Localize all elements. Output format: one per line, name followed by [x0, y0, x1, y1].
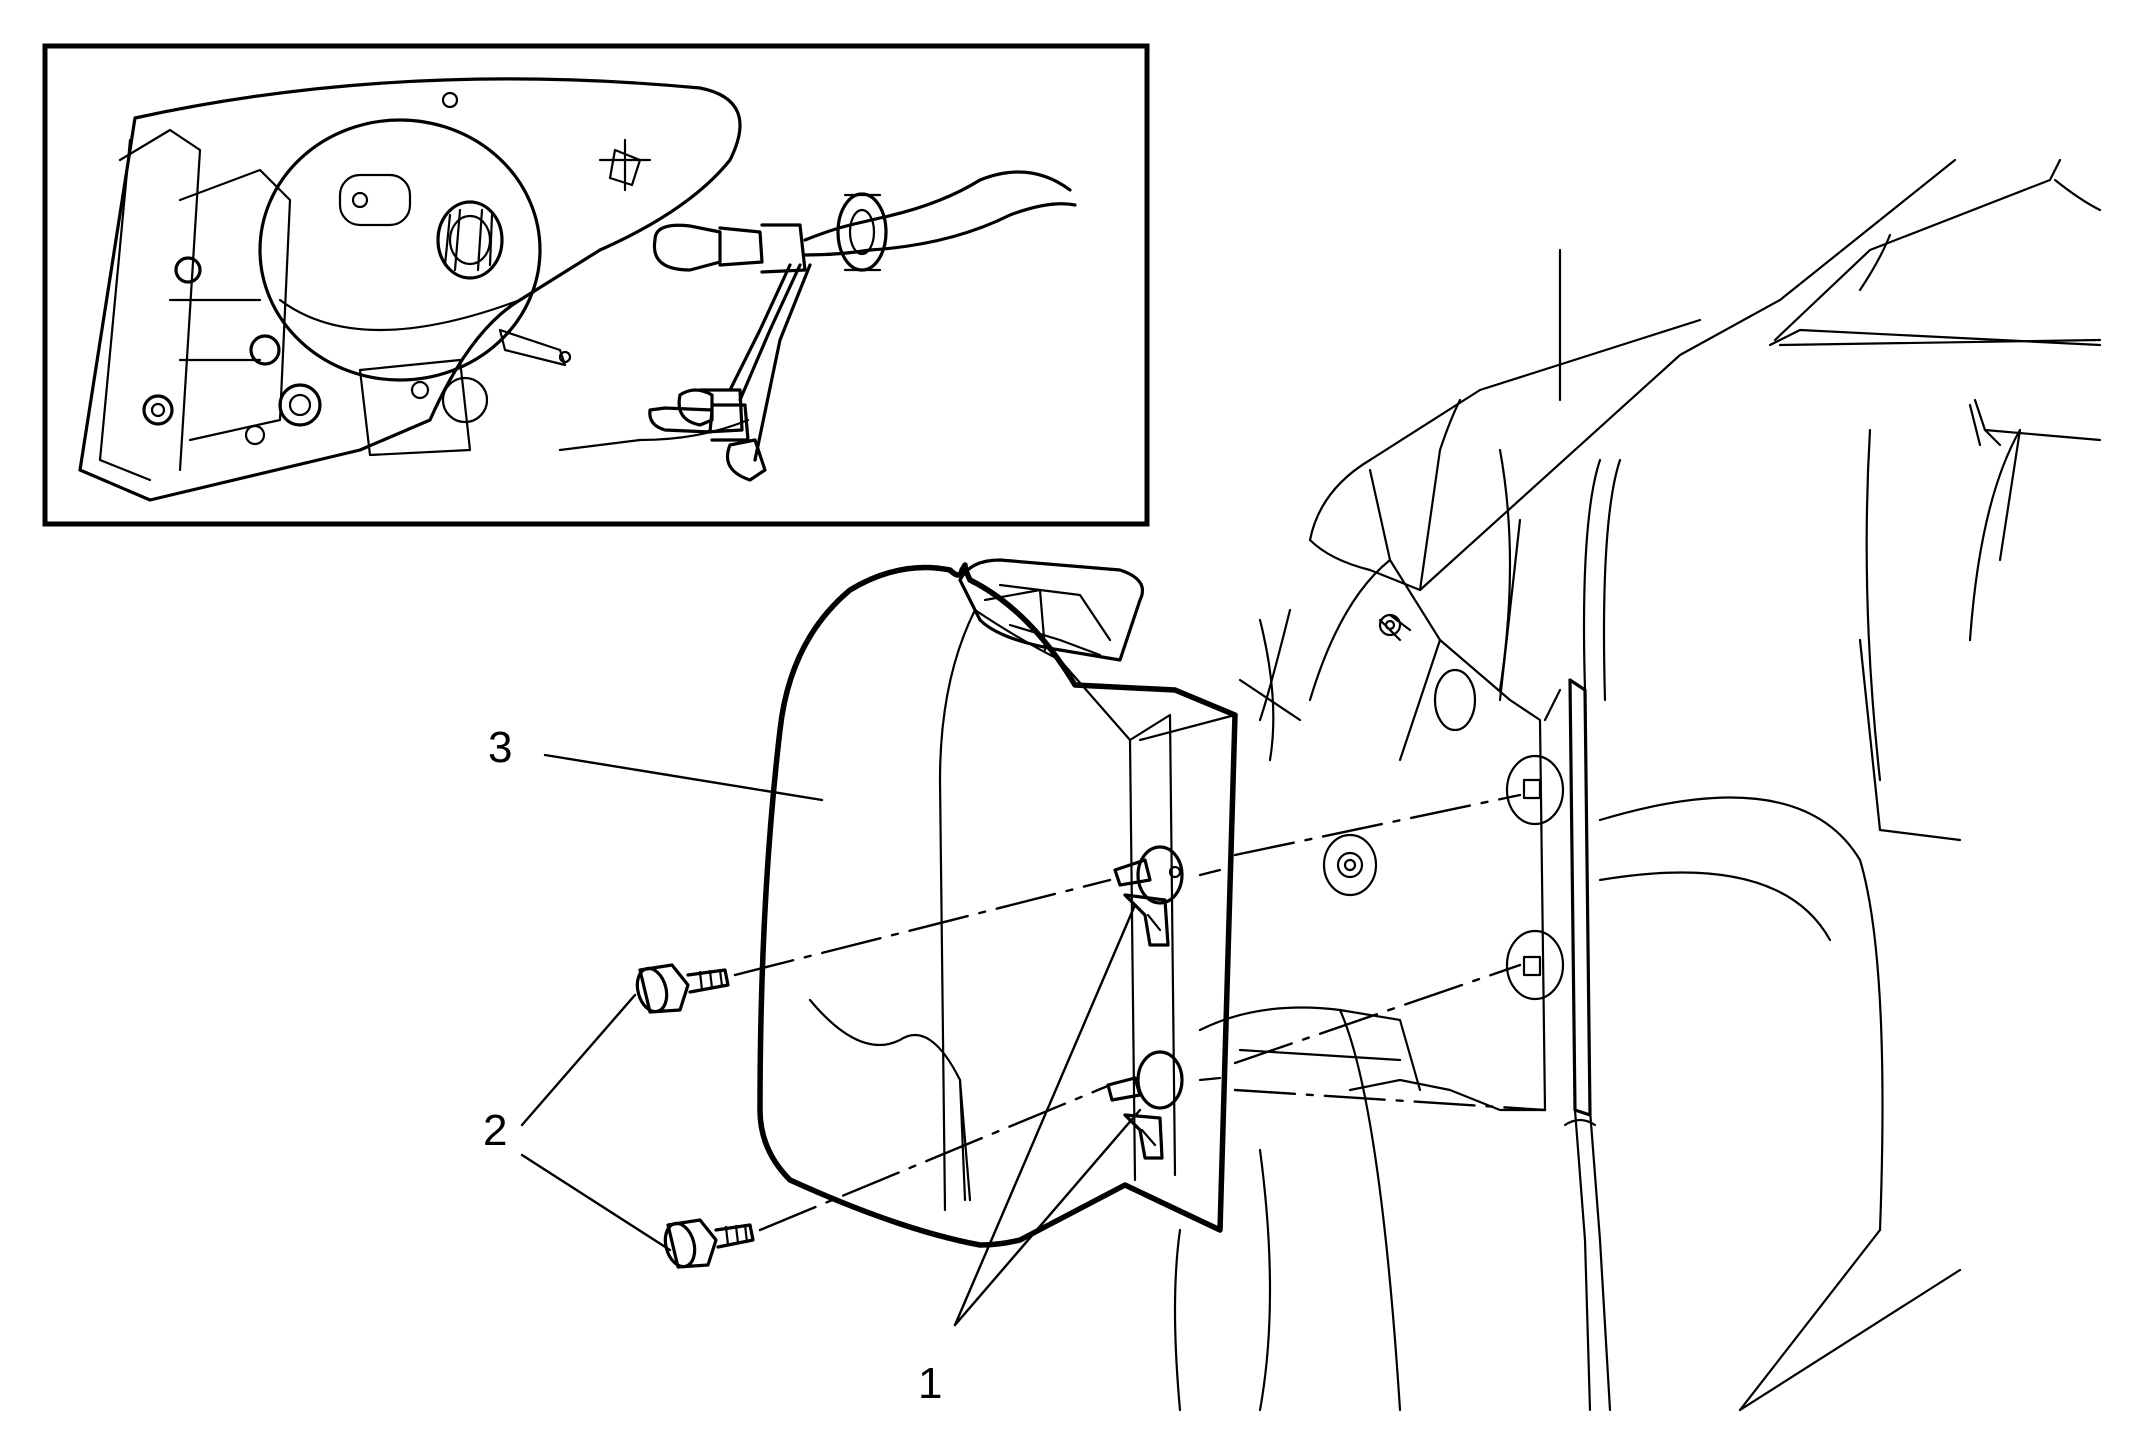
callout-2: 2 [483, 1106, 507, 1155]
callout-1: 1 [918, 1359, 942, 1408]
leader-2-lower [520, 1153, 672, 1252]
alignment-lines [733, 793, 1547, 1232]
leader-2-upper [520, 993, 637, 1127]
vehicle-body [1173, 158, 2102, 1412]
bolt-lower [663, 1218, 755, 1269]
mounting-hole-upper [1505, 754, 1565, 826]
bolt-upper [635, 963, 730, 1014]
tail-lamp-assembly [757, 558, 1238, 1248]
inset-frame [42, 43, 1150, 527]
leader-3 [543, 753, 824, 802]
fastener-clip-lower [1106, 1050, 1184, 1160]
fastener-clip-upper [1113, 845, 1184, 947]
mounting-hole-lower [1505, 929, 1565, 1001]
leader-1-lower [953, 1108, 1142, 1327]
leader-1-upper [953, 903, 1137, 1327]
inset-lamp-housing [78, 77, 742, 502]
inset-detail-view [42, 43, 1150, 527]
mounting-stud [1322, 833, 1378, 897]
inset-bulb-sockets-harness [558, 170, 1077, 482]
callout-3: 3 [488, 723, 512, 772]
leader-lines [520, 753, 1142, 1327]
